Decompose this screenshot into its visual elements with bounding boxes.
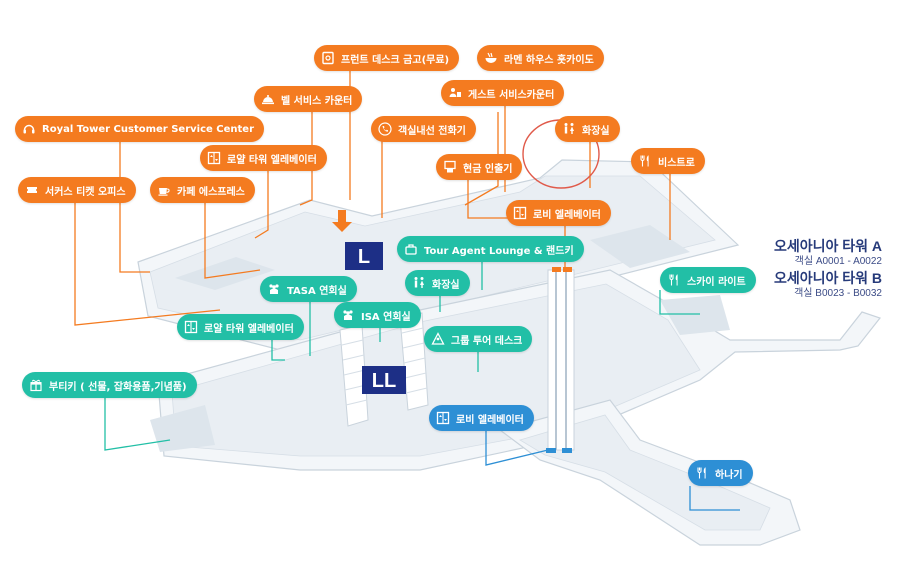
royal-elevator-top-text: 로얄 타워 엘레베이터	[227, 154, 317, 166]
tour-agent-lounge-label[interactable]: Tour Agent Lounge & 랜드키	[397, 236, 584, 262]
restroom-icon	[411, 275, 427, 291]
bottom-wing-floor	[498, 399, 801, 546]
tower-a-rooms: 객실 A0001 - A0022	[794, 256, 882, 267]
guest-service-text: 게스트 서비스카운터	[468, 89, 555, 101]
tower-a-legend: 오세아니아 타워 A 객실 A0001 - A0022	[732, 238, 882, 268]
royal-elevator-bottom-label[interactable]: 로얄 타워 엘레베이터	[177, 314, 304, 340]
front-desk-safe-text: 프런트 데스크 금고(무료)	[341, 54, 450, 66]
hanagi-text: 하나기	[715, 469, 743, 481]
floor-sign-lower-text: LL	[372, 370, 396, 392]
floor-sign-upper-text: L	[358, 246, 370, 268]
floor-sign-lower: LL	[362, 366, 406, 394]
tasa-lounge-label[interactable]: TASA 연회실	[260, 276, 357, 302]
guest-service-icon	[403, 241, 419, 257]
atm-label[interactable]: 현금 인출기	[436, 154, 523, 180]
person-pin-icon	[430, 331, 446, 347]
lobby-elevator-shaft	[546, 267, 575, 453]
group-people-icon	[266, 281, 282, 297]
elevator-icon	[435, 410, 451, 426]
royal-elevator-bottom-text: 로얄 타워 엘레베이터	[204, 323, 294, 335]
lobby-elevator-bottom-text: 로비 엘레베이터	[456, 414, 524, 426]
cafe-espresso-label[interactable]: 카페 에스프레스	[150, 177, 255, 203]
room-phone-label[interactable]: 객실내선 전화기	[371, 116, 476, 142]
elevator-icon	[206, 150, 222, 166]
ramen-house-text: 라멘 하우스 홋카이도	[504, 54, 594, 66]
customer-service-center-label[interactable]: Royal Tower Customer Service Center	[15, 116, 265, 142]
cafe-espresso-text: 카페 에스프레스	[177, 186, 245, 198]
ramen-house-label[interactable]: 라멘 하우스 홋카이도	[477, 45, 604, 71]
tour-agent-lounge-text: Tour Agent Lounge & 랜드키	[424, 245, 574, 257]
tasa-lounge-text: TASA 연회실	[287, 285, 347, 297]
guest-service-label[interactable]: 게스트 서비스카운터	[441, 80, 565, 106]
floor-sign-upper: L	[345, 242, 383, 270]
restroom-icon	[561, 121, 577, 137]
sky-light-text: 스카이 라이트	[687, 276, 746, 288]
bell-service-text: 벨 서비스 카운터	[281, 95, 353, 107]
lobby-elevator-bottom-label[interactable]: 로비 엘레베이터	[429, 405, 534, 431]
isa-lounge-text: ISA 연회실	[361, 311, 411, 323]
restroom-top-text: 화장실	[582, 125, 610, 137]
restroom-mid-text: 화장실	[432, 279, 460, 291]
lobby-elevator-top-text: 로비 엘레베이터	[533, 209, 601, 221]
teal-leader-lines	[104, 260, 700, 451]
tower-b-legend: 오세아니아 타워 B 객실 B0023 - B0032	[732, 270, 882, 300]
lobby-elevator-top-label[interactable]: 로비 엘레베이터	[506, 200, 611, 226]
entrance-arrow	[332, 210, 352, 232]
boutique-label[interactable]: 부티키 ( 선물, 잡화용품,기념품)	[22, 372, 197, 398]
hanagi-label[interactable]: 하나기	[688, 460, 753, 486]
group-people-icon	[340, 307, 356, 323]
ticket-icon	[24, 182, 40, 198]
blue-leader-lines	[485, 430, 740, 511]
bistro-label[interactable]: 비스트로	[631, 148, 705, 174]
elevator-icon	[512, 205, 528, 221]
phone-icon	[377, 121, 393, 137]
ramen-bowl-icon	[483, 50, 499, 66]
bistro-text: 비스트로	[658, 157, 695, 169]
room-phone-text: 객실내선 전화기	[398, 125, 466, 137]
headset-icon	[21, 121, 37, 137]
restroom-mid-label[interactable]: 화장실	[405, 270, 470, 296]
tower-b-rooms: 객실 B0023 - B0032	[794, 288, 882, 299]
fork-knife-icon	[637, 153, 653, 169]
gift-icon	[28, 377, 44, 393]
circus-ticket-label[interactable]: 서커스 티켓 오피스	[18, 177, 136, 203]
safe-icon	[320, 50, 336, 66]
group-tour-desk-text: 그룹 투어 데스크	[451, 335, 523, 347]
tower-a-name: 오세아니아 타워 A	[773, 238, 882, 254]
atm-icon	[442, 159, 458, 175]
circus-ticket-text: 서커스 티켓 오피스	[45, 186, 126, 198]
boutique-text: 부티키 ( 선물, 잡화용품,기념품)	[49, 381, 187, 393]
elevator-icon	[183, 319, 199, 335]
fork-knife-icon	[666, 272, 682, 288]
royal-elevator-top-label[interactable]: 로얄 타워 엘레베이터	[200, 145, 327, 171]
fork-knife-icon	[694, 465, 710, 481]
customer-service-center-text: Royal Tower Customer Service Center	[42, 123, 255, 135]
front-desk-safe-label[interactable]: 프런트 데스크 금고(무료)	[314, 45, 460, 71]
guest-service-icon	[447, 85, 463, 101]
atm-text: 현금 인출기	[463, 163, 513, 175]
restroom-top-label[interactable]: 화장실	[555, 116, 620, 142]
isa-lounge-label[interactable]: ISA 연회실	[334, 302, 421, 328]
coffee-cup-icon	[156, 182, 172, 198]
sky-light-label[interactable]: 스카이 라이트	[660, 267, 756, 293]
bell-service-label[interactable]: 벨 서비스 카운터	[254, 86, 363, 112]
group-tour-desk-label[interactable]: 그룹 투어 데스크	[424, 326, 533, 352]
service-bell-icon	[260, 91, 276, 107]
tower-b-name: 오세아니아 타워 B	[773, 270, 882, 286]
